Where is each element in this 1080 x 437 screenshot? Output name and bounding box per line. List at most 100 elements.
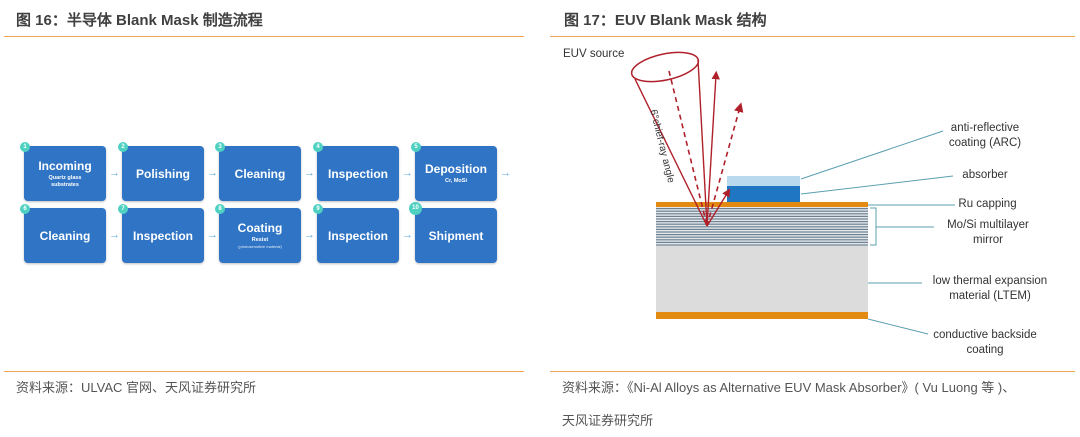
step-label: Inspection [327, 166, 388, 181]
multilayer-stripe [656, 208, 868, 210]
flow-arrow-icon: → [109, 229, 120, 241]
label-mirror-line1: Mo/Si multilayer [947, 219, 1029, 231]
step-label: Coating [237, 221, 283, 235]
label-ltem-line2: material (LTEM) [949, 290, 1031, 302]
multilayer-stripe [656, 226, 868, 228]
flow-arrow-icon: → [304, 229, 315, 241]
title-divider-right [550, 36, 1075, 37]
step-label: Cleaning [39, 228, 91, 243]
flow-arrow-icon: → [207, 167, 218, 179]
step-sublabel: Resist [251, 237, 269, 243]
step-label: Deposition [425, 162, 487, 176]
chief-ray-incident [668, 70, 708, 227]
multilayer-stripe [656, 221, 868, 223]
source-note-right-line1: 资料来源：《Ni-Al Alloys as Alternative EUV Ma… [562, 380, 1016, 395]
step-sublabel: Cr, MoSi [444, 178, 467, 184]
multilayer-stripe [656, 218, 868, 220]
step-label: Inspection [132, 228, 193, 243]
step-number-badge: 6 [20, 204, 30, 214]
title-divider-left [4, 36, 524, 37]
label-arc: anti-reflective coating (ARC) [930, 121, 1040, 151]
leader-absorber [800, 175, 954, 195]
step-number-badge: 1 [20, 142, 30, 152]
flow-arrow-icon: → [402, 229, 413, 241]
multilayer-stripe [656, 213, 868, 215]
source-note-right-line2: 天风证券研究所 [562, 413, 654, 428]
label-backside-line2: coating [966, 344, 1004, 356]
flow-arrow-icon: → [402, 167, 413, 179]
label-mirror-line2: mirror [972, 234, 1004, 246]
leader-arc [800, 130, 944, 180]
step-number-badge: 10 [409, 202, 422, 215]
mirror-bracket [870, 207, 934, 246]
absorber-layer [727, 186, 800, 202]
flow-arrow-icon: → [109, 167, 120, 179]
multilayer-stripe [656, 228, 868, 230]
label-ru-capping: Ru capping [958, 198, 1017, 210]
step-label: Polishing [136, 166, 190, 181]
label-ltem: low thermal expansion material (LTEM) [920, 274, 1060, 304]
ltem-substrate [656, 246, 868, 314]
multilayer-stripe [656, 210, 868, 212]
reflected-ray-chief [706, 102, 744, 227]
leader-backside [867, 318, 929, 335]
step-label: Inspection [327, 228, 388, 243]
ru-capping-layer [656, 202, 868, 207]
label-ltem-line1: low thermal expansion [932, 275, 1048, 287]
label-mirror: Mo/Si multilayer mirror [933, 218, 1043, 248]
step-number-badge: 7 [118, 204, 128, 214]
step-number-badge: 3 [215, 142, 225, 152]
label-arc-line2: coating (ARC) [948, 137, 1022, 149]
label-backside: conductive backside coating [922, 328, 1048, 358]
multilayer-stripe [656, 241, 868, 243]
figure-17-title: 图 17：EUV Blank Mask 结构 [564, 12, 767, 29]
step-sublabel: Quartz glass substrates [48, 174, 82, 188]
multilayer-stripe [656, 234, 868, 236]
label-arc-line1: anti-reflective [950, 122, 1020, 134]
flow-arrow-icon: → [500, 167, 511, 179]
figure-16-title: 图 16：半导体 Blank Mask 制造流程 [16, 12, 263, 29]
chief-ray-angle-label: 6°chief-ray angle [647, 108, 677, 185]
step-number-badge: 4 [313, 142, 323, 152]
multilayer-stripe [656, 239, 868, 241]
multilayer-stripe [656, 231, 868, 233]
flow-arrow-icon: → [304, 167, 315, 179]
source-divider-left [4, 371, 524, 372]
step-number-badge: 5 [411, 142, 421, 152]
euv-source-label: EUV source [563, 48, 625, 60]
backside-coating-layer [656, 312, 868, 319]
step-number-badge: 8 [215, 204, 225, 214]
source-note-left: 资料来源：ULVAC 官网、天风证券研究所 [16, 380, 257, 395]
source-divider-right [550, 371, 1075, 372]
multilayer-stripe [656, 244, 868, 246]
step-number-badge: 2 [118, 142, 128, 152]
multilayer-stripe [656, 236, 868, 238]
arc-layer [727, 176, 800, 186]
mo-si-multilayer [656, 207, 868, 246]
reflected-ray-1 [706, 70, 720, 227]
label-absorber: absorber [962, 169, 1008, 181]
flow-arrow-icon: → [207, 229, 218, 241]
source-note-right: 资料来源：《Ni-Al Alloys as Alternative EUV Ma… [562, 373, 1015, 436]
step-number-badge: 9 [313, 204, 323, 214]
multilayer-background [656, 207, 868, 246]
euv-source-ellipse [630, 51, 700, 83]
label-backside-line1: conductive backside [933, 329, 1037, 341]
step-sublabel-detail: (photosensitive material) [238, 244, 282, 249]
reflected-ray-2 [706, 188, 731, 227]
multilayer-stripe [656, 223, 868, 225]
step-label: Shipment [428, 228, 484, 243]
step-label: Cleaning [234, 166, 286, 181]
cone-right-edge [697, 59, 708, 227]
step-label: Incoming [38, 158, 92, 173]
